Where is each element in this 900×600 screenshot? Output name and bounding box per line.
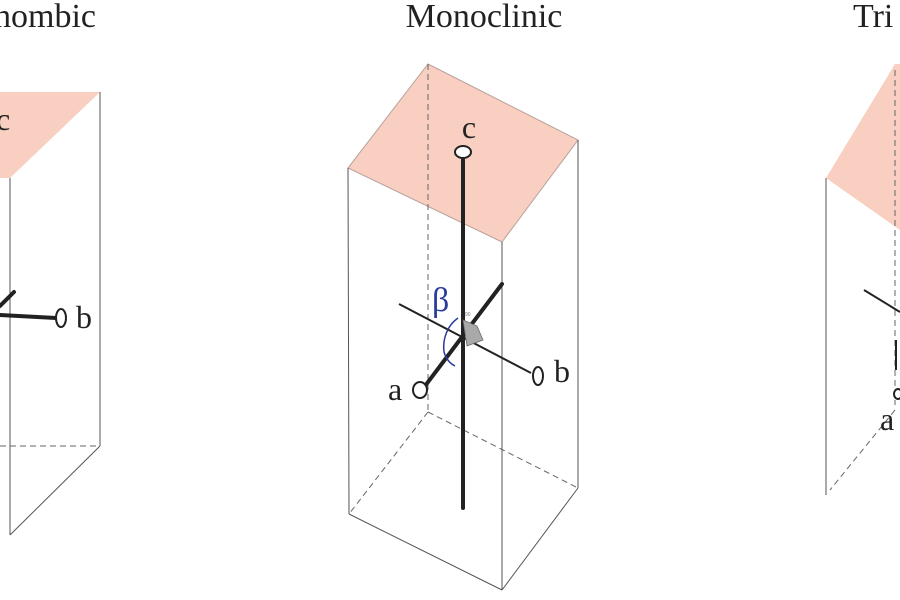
left-a-axis-stub	[0, 290, 16, 308]
monoclinic-a-axis-line	[423, 282, 504, 388]
beta-angle-arc	[442, 317, 459, 367]
monoclinic-c-axis-end-circle	[454, 145, 472, 159]
right-b-axis-line	[863, 289, 900, 313]
left-b-axis-label: b	[76, 299, 92, 335]
monoclinic-hidden-edge	[427, 411, 579, 489]
monoclinic-hidden-edge	[348, 411, 429, 515]
monoclinic-a-axis-label: a	[388, 371, 402, 407]
left-c-axis-label: c	[0, 101, 10, 137]
left-prism-edge	[9, 445, 101, 536]
monoclinic-c-axis-label: c	[462, 109, 476, 145]
right-angle-mark-label: 90	[465, 312, 471, 318]
middle-panel: Monoclinic c b a 90 β	[347, 0, 579, 591]
right-panel: Tri a	[825, 0, 900, 495]
right-a-axis-end-circle	[893, 388, 900, 400]
monoclinic-a-axis-end-circle	[412, 381, 428, 399]
right-angle-marker	[462, 319, 484, 347]
monoclinic-prism-edge	[501, 487, 579, 591]
right-panel-title: Tri	[853, 0, 893, 35]
left-b-axis-end-circle	[55, 308, 67, 328]
monoclinic-prism-edge	[347, 167, 350, 515]
left-top-face	[0, 92, 100, 178]
left-b-axis-line	[0, 313, 58, 320]
left-panel-title: hombic	[0, 0, 96, 35]
right-top-face	[826, 64, 900, 230]
monoclinic-title: Monoclinic	[406, 0, 563, 35]
monoclinic-b-axis-line	[398, 303, 532, 374]
right-hidden-edge	[829, 409, 896, 491]
left-panel: hombic c b	[0, 0, 101, 536]
monoclinic-b-axis-end-circle	[532, 366, 544, 386]
beta-angle-label: β	[432, 282, 449, 319]
monoclinic-prism-edge	[348, 513, 503, 591]
right-a-axis-label: a	[880, 401, 894, 437]
monoclinic-b-axis-label: b	[554, 353, 570, 389]
